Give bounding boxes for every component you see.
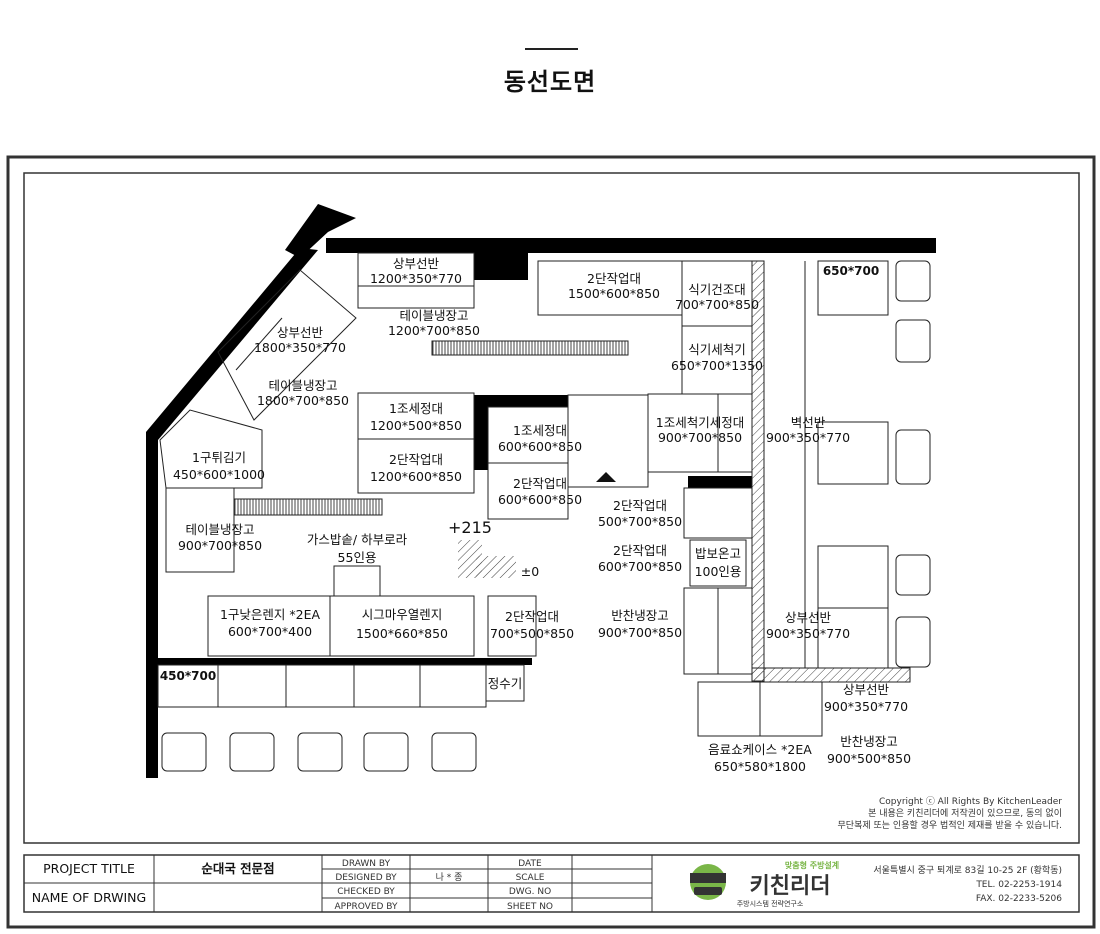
sheet-no-label: SHEET NO bbox=[507, 902, 553, 912]
size-rice-warmer: 100인용 bbox=[695, 564, 742, 579]
brand-sub: 주방시스템 전략연구소 bbox=[737, 899, 804, 908]
label-work-table-mid: 2단작업대 bbox=[389, 452, 443, 467]
label-upper-shelf-diag: 상부선반 bbox=[277, 325, 324, 340]
size-work-table-mid: 1200*600*850 bbox=[370, 469, 462, 484]
label-drink-case: 음료쇼케이스 *2EA bbox=[708, 742, 812, 757]
size-table-fridge-left: 900*700*850 bbox=[178, 538, 262, 553]
project-title-label: PROJECT TITLE bbox=[43, 861, 135, 876]
label-fryer: 1구튀김기 bbox=[192, 450, 246, 465]
size-fryer: 450*600*1000 bbox=[173, 467, 265, 482]
company-fax: FAX. 02-2233-5206 bbox=[976, 894, 1062, 904]
size-sink1-small: 600*600*850 bbox=[498, 439, 582, 454]
copyright-line-1: Copyright ⓒ All Rights By KitchenLeader bbox=[879, 796, 1062, 807]
label-upper-shelf-br: 상부선반 bbox=[843, 682, 890, 697]
label-work-table-a: 2단작업대 bbox=[613, 498, 667, 513]
size-upper-shelf-top: 1200*350*770 bbox=[370, 271, 462, 286]
label-level-zero: ±0 bbox=[521, 564, 539, 579]
size-dishwasher: 650*700*1350 bbox=[671, 358, 763, 373]
label-table-450: 450*700 bbox=[160, 669, 216, 683]
size-gas-rice: 55인용 bbox=[338, 550, 377, 565]
size-low-range: 600*700*400 bbox=[228, 624, 312, 639]
fixtures bbox=[157, 252, 931, 772]
size-work-table-b: 600*700*850 bbox=[598, 559, 682, 574]
size-table-fridge-diag: 1800*700*850 bbox=[257, 393, 349, 408]
label-side-fridge-br: 반찬냉장고 bbox=[840, 734, 898, 749]
company-tel: TEL. 02-2253-1914 bbox=[975, 880, 1062, 890]
label-wall-shelf: 벽선반 bbox=[791, 415, 826, 430]
label-dish-dryer: 식기건조대 bbox=[688, 282, 746, 297]
scale-label: SCALE bbox=[516, 873, 545, 883]
size-drink-case: 650*580*1800 bbox=[714, 759, 806, 774]
project-title-value: 순대국 전문점 bbox=[201, 861, 274, 876]
designed-by-label: DESIGNED BY bbox=[335, 873, 397, 883]
label-upper-shelf-top: 상부선반 bbox=[393, 256, 440, 271]
walls bbox=[146, 204, 936, 778]
checked-by-label: CHECKED BY bbox=[337, 887, 395, 897]
page-title: 동선도면 bbox=[503, 68, 597, 96]
size-sigma-range: 1500*660*850 bbox=[356, 626, 448, 641]
size-table-fridge-top: 1200*700*850 bbox=[388, 323, 480, 338]
size-work-table-top: 1500*600*850 bbox=[568, 286, 660, 301]
label-table-fridge-top: 테이블냉장고 bbox=[399, 308, 468, 323]
copyright-notice: Copyright ⓒ All Rights By KitchenLeader … bbox=[838, 796, 1063, 831]
dwg-no-label: DWG. NO bbox=[509, 887, 551, 897]
title-rule bbox=[525, 48, 578, 50]
brand-logo: 맞춤형 주방설계 키친리더 주방시스템 전략연구소 bbox=[690, 860, 839, 908]
label-rice-warmer: 밥보온고 bbox=[695, 546, 741, 561]
label-upper-shelf-right: 상부선반 bbox=[785, 610, 832, 625]
size-sink1-dish: 900*700*850 bbox=[658, 430, 742, 445]
label-table-650: 650*700 bbox=[823, 264, 879, 278]
label-work-table-b: 2단작업대 bbox=[613, 543, 667, 558]
company-address: 서울특별시 중구 퇴계로 83길 10-25 2F (황학동) bbox=[873, 864, 1062, 876]
size-upper-shelf-br: 900*350*770 bbox=[824, 699, 908, 714]
size-wall-shelf: 900*350*770 bbox=[766, 430, 850, 445]
designer-value: 나 * 종 bbox=[436, 872, 463, 883]
size-work-table-c: 700*500*850 bbox=[490, 626, 574, 641]
copyright-line-2: 본 내용은 키친리더에 저작권이 있으므로, 동의 없이 bbox=[868, 807, 1062, 819]
drawn-by-label: DRAWN BY bbox=[342, 859, 391, 869]
label-low-range: 1구낮은렌지 *2EA bbox=[220, 607, 321, 622]
label-side-fridge: 반찬냉장고 bbox=[611, 608, 669, 623]
label-work-table-small: 2단작업대 bbox=[513, 476, 567, 491]
label-table-fridge-diag: 테이블냉장고 bbox=[268, 378, 337, 393]
label-dishwasher: 식기세척기 bbox=[688, 342, 746, 357]
label-sink1-dish: 1조세척기세정대 bbox=[656, 415, 744, 430]
label-sink1-small: 1조세정대 bbox=[513, 423, 567, 438]
size-side-fridge: 900*700*850 bbox=[598, 625, 682, 640]
equipment-labels: 상부선반 1200*350*770 테이블냉장고 1200*700*850 2단… bbox=[160, 256, 911, 774]
size-dish-dryer: 700*700*850 bbox=[675, 297, 759, 312]
brand-name: 키친리더 bbox=[750, 874, 831, 899]
size-side-fridge-br: 900*500*850 bbox=[827, 751, 911, 766]
drawing-name-label: NAME OF DRWING bbox=[32, 890, 146, 905]
drawing-frame bbox=[23, 172, 1080, 844]
label-sink1-mid: 1조세정대 bbox=[389, 401, 443, 416]
label-work-table-top: 2단작업대 bbox=[587, 271, 641, 286]
size-work-table-a: 500*700*850 bbox=[598, 514, 682, 529]
brand-tagline: 맞춤형 주방설계 bbox=[785, 860, 839, 870]
label-sigma-range: 시그마우열렌지 bbox=[362, 607, 443, 622]
label-work-table-c: 2단작업대 bbox=[505, 609, 559, 624]
label-gas-rice: 가스밥솥/ 하부로라 bbox=[307, 532, 408, 547]
label-table-fridge-left: 테이블냉장고 bbox=[185, 522, 254, 537]
size-work-table-small: 600*600*850 bbox=[498, 492, 582, 507]
size-sink1-mid: 1200*500*850 bbox=[370, 418, 462, 433]
label-level-plus: +215 bbox=[448, 518, 492, 537]
label-water-purifier: 정수기 bbox=[488, 676, 523, 691]
size-upper-shelf-right: 900*350*770 bbox=[766, 626, 850, 641]
date-label: DATE bbox=[518, 859, 542, 869]
size-upper-shelf-diag: 1800*350*770 bbox=[254, 340, 346, 355]
outer-frame bbox=[6, 155, 1096, 929]
title-block: PROJECT TITLE NAME OF DRWING 순대국 전문점 DRA… bbox=[23, 854, 1080, 913]
copyright-line-3: 무단복제 또는 인용할 경우 법적인 제재를 받을 수 있습니다. bbox=[838, 819, 1062, 831]
approved-by-label: APPROVED BY bbox=[334, 902, 398, 912]
